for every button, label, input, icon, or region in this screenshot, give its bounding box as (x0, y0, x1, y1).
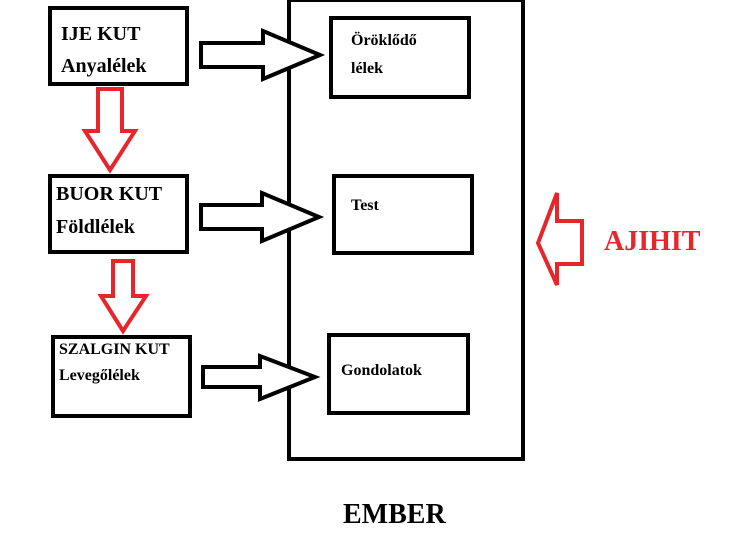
buor-kut-subtitle: Földlélek (56, 216, 135, 238)
ajihit-label: AJIHIT (604, 226, 701, 257)
ember-label: EMBER (343, 499, 446, 530)
test-label: Test (351, 197, 379, 214)
ije-kut-box (48, 6, 189, 86)
gondolatok-label: Gondolatok (341, 362, 422, 379)
arrow-right-1 (199, 27, 326, 83)
buor-kut-title: BUOR KUT (56, 183, 163, 205)
test-box (332, 174, 474, 255)
arrow-down-red-1 (81, 87, 139, 174)
szalgin-kut-title: SZALGIN KUT (59, 341, 170, 358)
szalgin-kut-box (51, 335, 192, 418)
oroklodo-subtitle: lélek (351, 60, 383, 77)
gondolatok-box (327, 333, 470, 415)
arrow-right-2 (199, 189, 325, 245)
oroklodo-title: Öröklődő (351, 32, 417, 49)
ije-kut-subtitle: Anyalélek (61, 55, 147, 77)
arrow-down-red-2 (97, 259, 150, 335)
buor-kut-box (48, 174, 189, 254)
arrow-left-red (535, 192, 584, 286)
szalgin-kut-subtitle: Levegőlélek (59, 367, 140, 384)
oroklodo-lelek-box (329, 16, 471, 99)
arrow-right-3 (201, 353, 321, 402)
ije-kut-title: IJE KUT (61, 23, 141, 45)
